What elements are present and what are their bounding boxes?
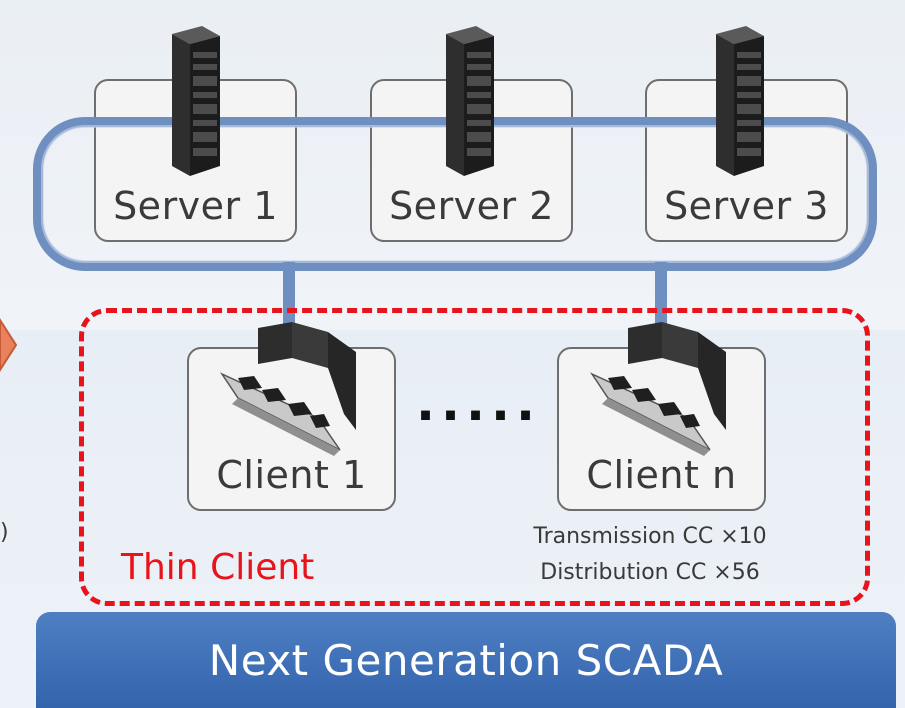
- server-rack-icon: [716, 26, 764, 176]
- server-label: Server 1: [113, 184, 278, 228]
- client-label: Client n: [586, 453, 737, 497]
- server-label: Server 3: [664, 184, 829, 228]
- server-rack-icon: [172, 26, 220, 176]
- control-console-icon: [589, 322, 726, 456]
- client-card-1: Client 1: [187, 347, 396, 511]
- control-console-icon: [219, 322, 356, 456]
- left-arrow-fragment: [0, 318, 18, 372]
- banner-title: Next Generation SCADA: [208, 636, 724, 685]
- client-label: Client 1: [216, 453, 367, 497]
- edge-text-fragment: ): [0, 520, 9, 545]
- server-rack-icon: [446, 26, 494, 176]
- ellipsis: .....: [416, 374, 536, 434]
- ellipsis-text: .....: [416, 374, 541, 432]
- spec-transmission: Transmission CC ×10: [533, 524, 767, 549]
- server-label: Server 2: [389, 184, 554, 228]
- thin-client-label: Thin Client: [121, 547, 315, 588]
- thin-client-region: [79, 308, 870, 606]
- title-banner: Next Generation SCADA: [36, 612, 896, 708]
- spec-distribution: Distribution CC ×56: [540, 560, 760, 585]
